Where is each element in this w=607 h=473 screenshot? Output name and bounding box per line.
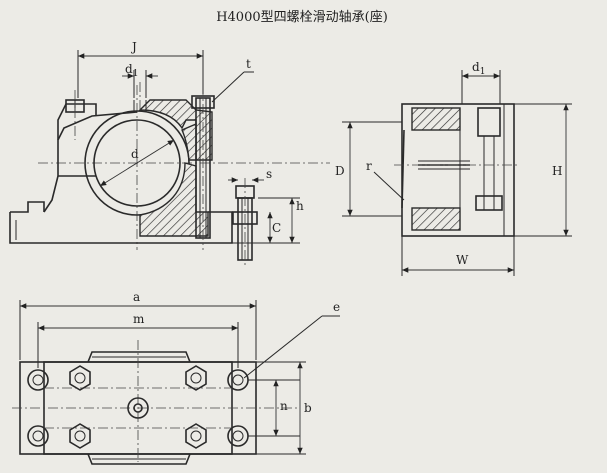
label-J: J bbox=[130, 40, 137, 54]
label-s: s bbox=[266, 167, 272, 181]
page-title: H4000型四螺栓滑动轴承(座) bbox=[216, 10, 388, 25]
plan-cap-top bbox=[87, 351, 191, 363]
cap-bolt-hexes bbox=[69, 365, 207, 449]
side-body bbox=[401, 103, 515, 237]
label-m: m bbox=[133, 312, 145, 326]
foundation-hole-bl bbox=[27, 425, 49, 447]
side-bolt-head bbox=[477, 107, 501, 137]
housing-section bbox=[139, 162, 209, 237]
side-top-section bbox=[411, 107, 461, 131]
label-b: b bbox=[304, 401, 312, 415]
plan-cap-bottom bbox=[87, 453, 191, 465]
foundation-hole-br bbox=[227, 425, 249, 447]
side-bottom-section bbox=[411, 207, 461, 231]
label-e: e bbox=[333, 300, 340, 314]
liner-section bbox=[181, 122, 197, 161]
leader-r bbox=[373, 171, 405, 201]
leader-e bbox=[243, 315, 323, 379]
leader-t bbox=[211, 71, 245, 103]
label-H: H bbox=[552, 164, 562, 178]
side-view: d1 D r H W bbox=[335, 60, 572, 276]
label-D: D bbox=[335, 164, 345, 178]
foundation-hole-tl bbox=[27, 369, 49, 391]
bearing-bore-inner bbox=[93, 119, 181, 207]
label-W: W bbox=[456, 253, 469, 267]
label-r: r bbox=[366, 159, 372, 173]
label-n: n bbox=[280, 399, 288, 413]
foundation-hole-tr bbox=[227, 369, 249, 391]
label-d: d bbox=[131, 147, 139, 161]
plan-view: a m e n b bbox=[12, 290, 340, 465]
label-a: a bbox=[133, 290, 140, 304]
plan-oil-hole bbox=[127, 397, 149, 419]
dimension-d bbox=[99, 139, 175, 187]
label-C: C bbox=[272, 221, 281, 235]
label-d1-side: d1 bbox=[472, 60, 485, 77]
bearing-bore-outer bbox=[84, 110, 190, 216]
label-h: h bbox=[296, 199, 304, 213]
label-d1-front: d1 bbox=[125, 62, 138, 79]
foundation-bolt bbox=[232, 178, 258, 268]
cap-section bbox=[138, 99, 213, 161]
base-foot-left bbox=[10, 201, 45, 213]
front-view: J d1 t d s h C bbox=[9, 40, 330, 268]
label-t: t bbox=[246, 57, 251, 71]
